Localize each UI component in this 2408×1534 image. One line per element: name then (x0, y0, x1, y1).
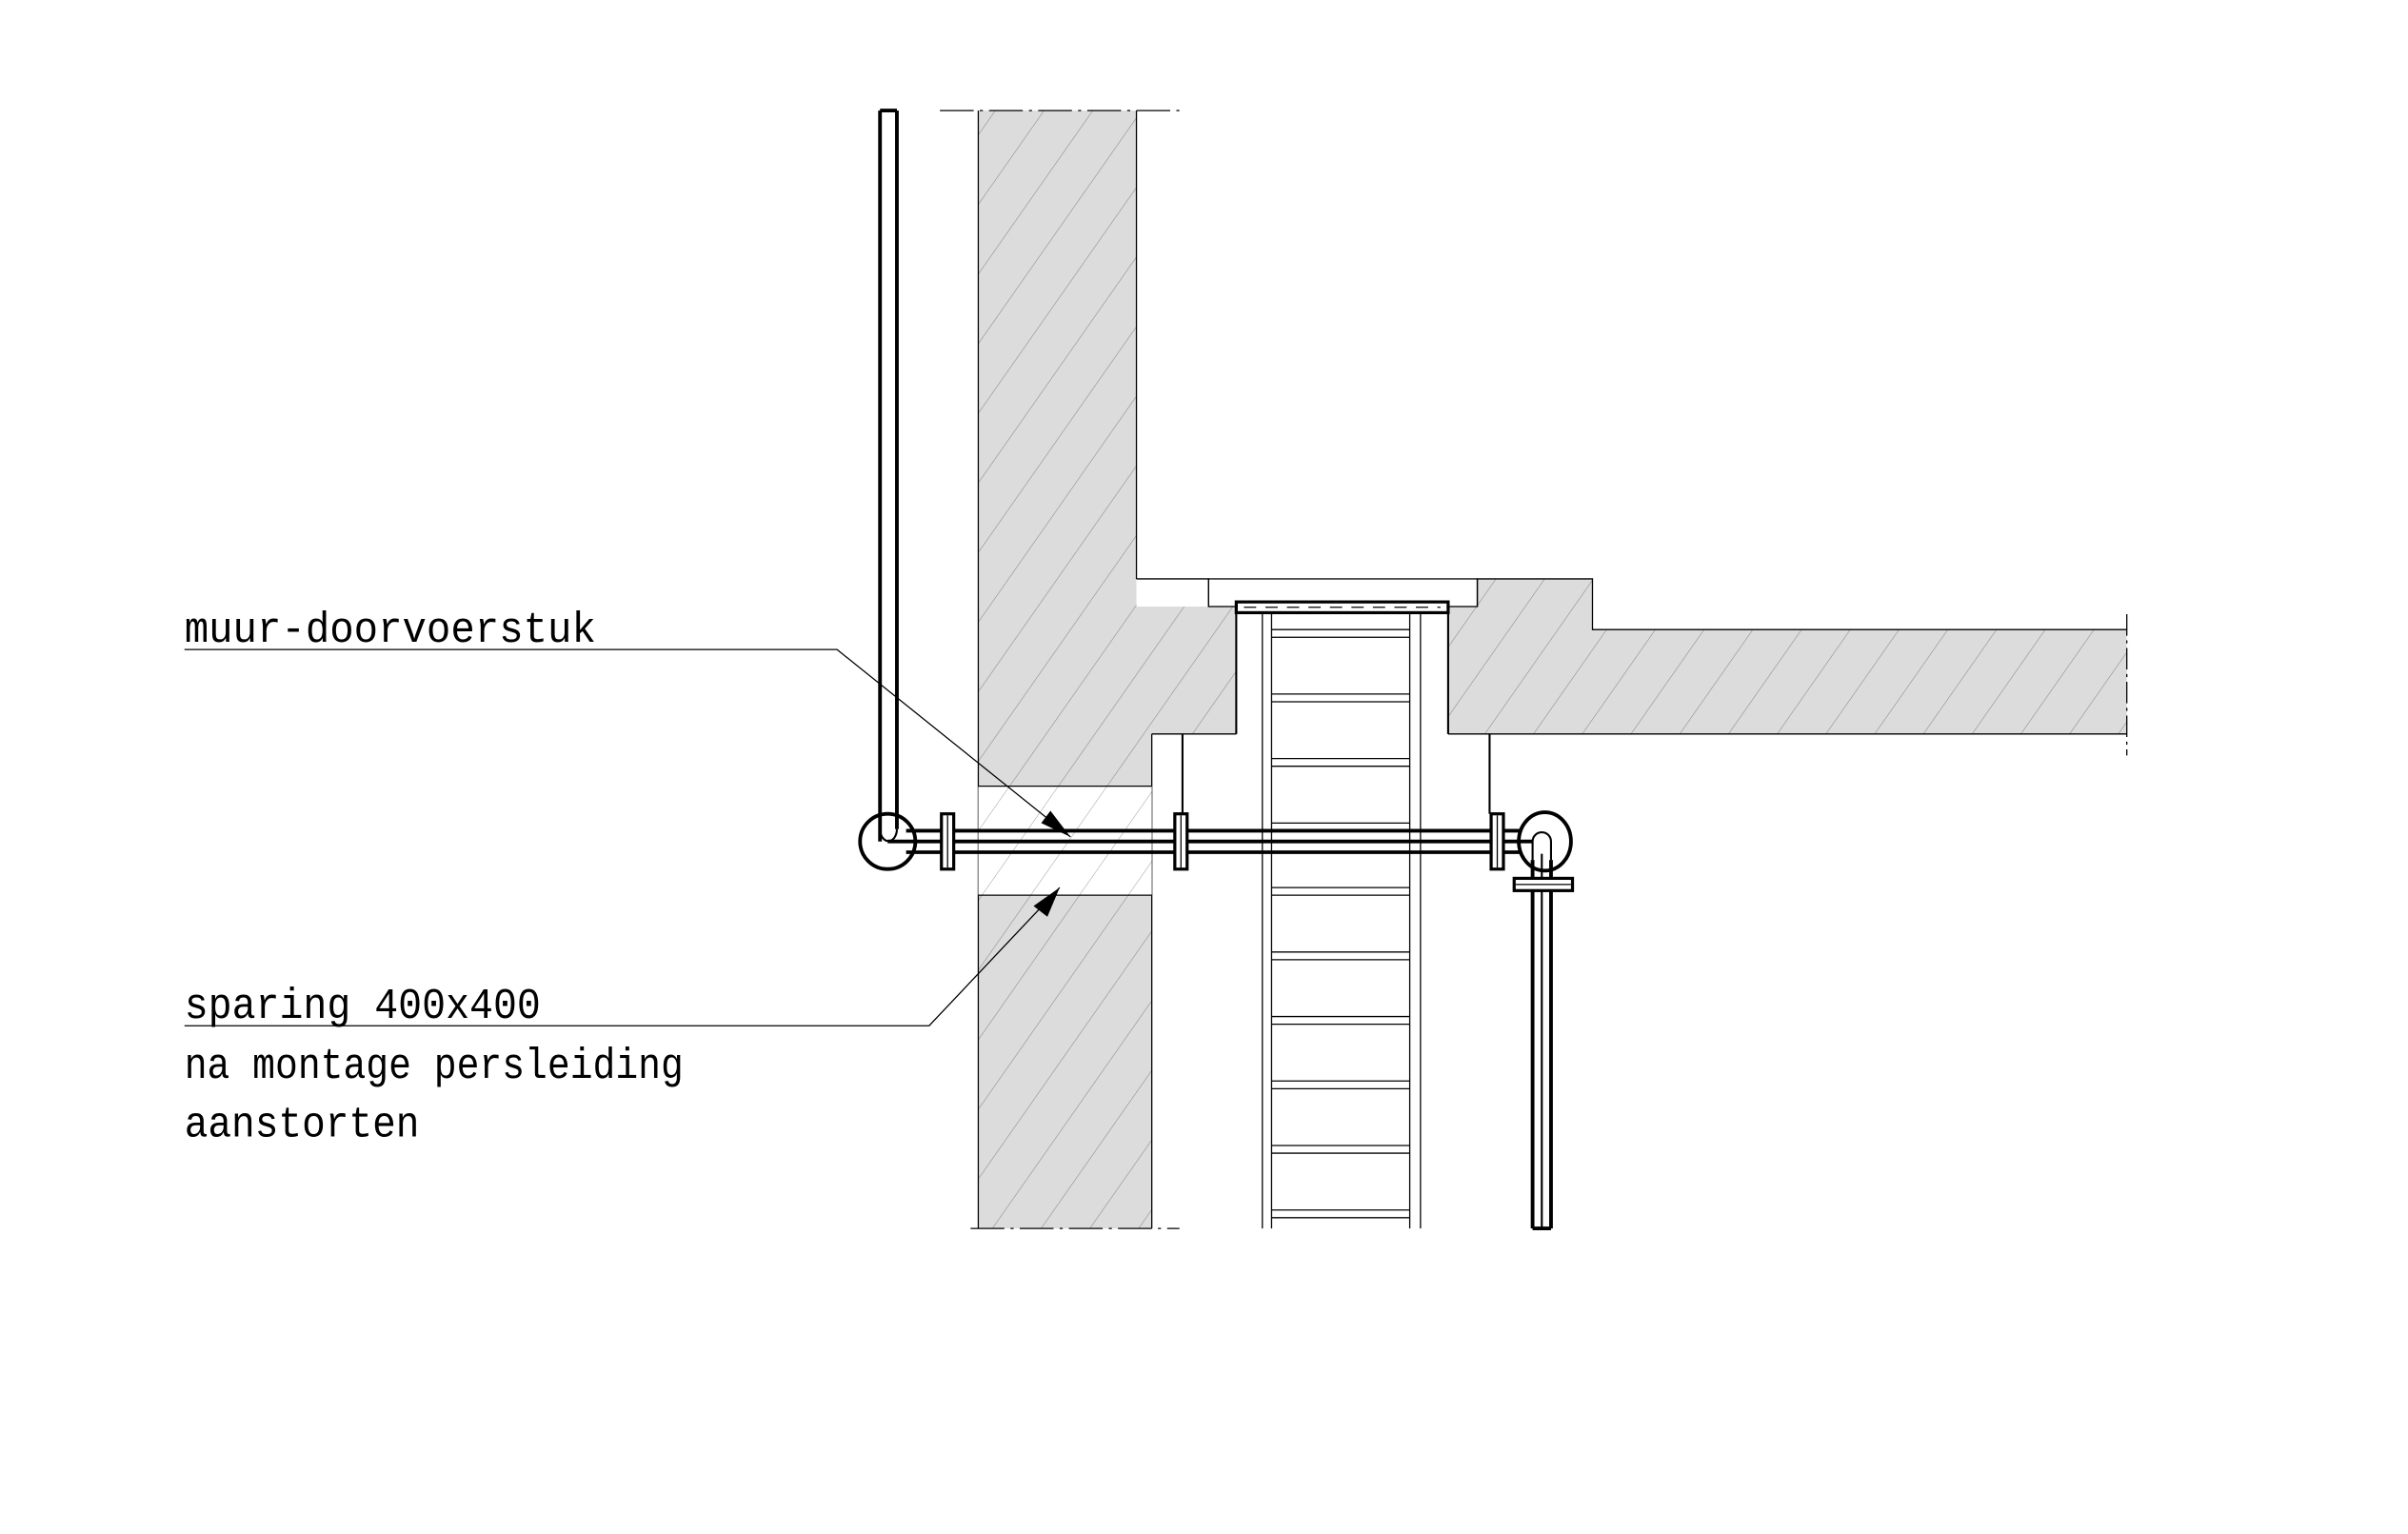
pressure-pipe (858, 109, 1573, 1231)
shaft-walls (1235, 612, 1449, 734)
label-opening-note-1: na montage persleiding (185, 1042, 684, 1091)
concrete-wall (940, 110, 1237, 1229)
floor-slab (1136, 578, 2128, 756)
label-opening-note-2: aanstorten (185, 1100, 420, 1149)
leader-wall-sleeve (184, 648, 1071, 838)
ladder (1262, 612, 1422, 1229)
leader-opening (184, 887, 1061, 1026)
label-wall-sleeve: muur-doorvoerstuk (185, 606, 596, 655)
pipe-supports (1181, 733, 1491, 814)
pipe-flanges (940, 812, 1575, 892)
label-opening: sparing 400x400 (185, 982, 541, 1031)
shaft-hatch-lid (1234, 600, 1450, 615)
